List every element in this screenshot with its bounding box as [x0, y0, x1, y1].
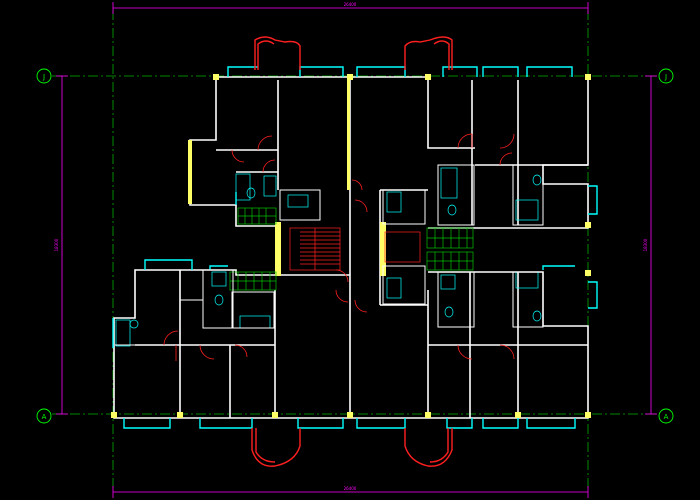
- axis-bubble-a-right: [658, 408, 674, 424]
- axis-bubble-j-right: [658, 68, 674, 84]
- stair: [289, 227, 421, 271]
- axis-bubble-a-left: [36, 408, 52, 424]
- dim-top-label: 26400: [344, 2, 357, 7]
- balconies: [251, 36, 453, 467]
- axis-label-j-left: J: [42, 73, 45, 81]
- interior-walls: [115, 164, 544, 346]
- dimension-lines: [56, 2, 657, 498]
- doors: [163, 133, 515, 361]
- dim-left-label: 18300: [54, 238, 59, 251]
- axis-label-j-right: J: [664, 73, 667, 81]
- axis-label-a-right: A: [664, 413, 669, 421]
- dim-right-label: 18300: [643, 238, 648, 251]
- hatched-areas: [229, 207, 474, 291]
- columns: [111, 74, 591, 418]
- axis-bubble-j-left: [36, 68, 52, 84]
- axis-label-a-left: A: [42, 413, 47, 421]
- dim-bottom-label: 26400: [344, 486, 357, 491]
- windows: [112, 66, 598, 429]
- axis-bubbles: [36, 68, 674, 424]
